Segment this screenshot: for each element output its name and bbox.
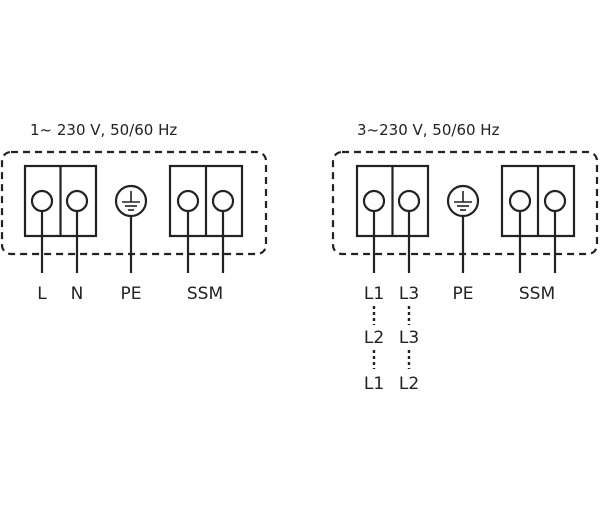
label-l: L [37,284,47,304]
terminal-ssm-3 [508,189,532,213]
terminal-ssm-1 [176,189,200,213]
label-ssm-right: SSM [519,284,555,304]
terminal-l [30,189,54,213]
terminal-n [65,189,89,213]
label-pe-right: PE [453,284,474,304]
terminal-block-mains-left [23,164,98,273]
terminal-block-ssm-right [500,164,576,273]
label-n: N [71,284,84,304]
ground-icon [446,184,480,273]
terminal-ssm-4 [543,189,567,213]
enclosure-outline-left [0,150,268,256]
terminal-ssm-2 [211,189,235,213]
label-alt-1b: L3 [399,328,419,348]
terminal-block-mains-right [355,164,430,273]
terminal-l1 [362,189,386,213]
title-three-phase: 3~230 V, 50/60 Hz [357,121,500,139]
label-pe-left: PE [121,284,142,304]
terminal-block-ssm-left [168,164,244,273]
ground-icon [114,184,148,273]
enclosure-outline-right [331,150,599,256]
label-alt-2a: L1 [364,374,384,394]
label-alt-1a: L2 [364,328,384,348]
label-l1: L1 [364,284,384,304]
label-ssm-left: SSM [187,284,223,304]
diagram-three-phase: 3~230 V, 50/60 Hz [331,121,599,394]
terminal-l3 [397,189,421,213]
diagram-single-phase: 1~ 230 V, 50/60 Hz [0,121,268,304]
label-l3: L3 [399,284,419,304]
title-single-phase: 1~ 230 V, 50/60 Hz [30,121,177,139]
label-alt-2b: L2 [399,374,419,394]
